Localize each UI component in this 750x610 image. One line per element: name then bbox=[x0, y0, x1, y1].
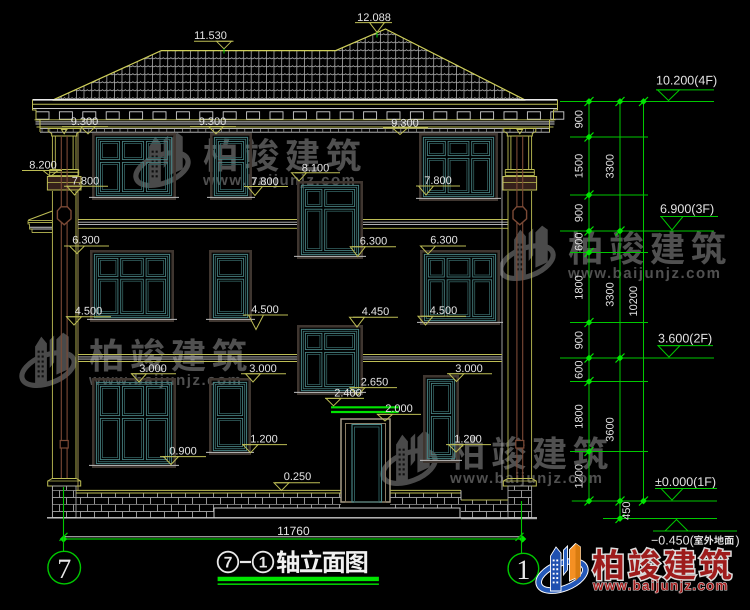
svg-text:12.088: 12.088 bbox=[357, 12, 391, 24]
svg-text:600: 600 bbox=[574, 233, 586, 251]
svg-text:−0.450(: −0.450( bbox=[651, 534, 695, 548]
svg-text:900: 900 bbox=[574, 204, 586, 222]
svg-text:3.600(2F): 3.600(2F) bbox=[658, 332, 712, 346]
svg-text:9.300: 9.300 bbox=[199, 116, 227, 128]
svg-text:1800: 1800 bbox=[574, 275, 586, 299]
svg-text:7.800: 7.800 bbox=[72, 176, 100, 188]
svg-text:1: 1 bbox=[516, 555, 530, 586]
svg-text:2.000: 2.000 bbox=[385, 403, 413, 415]
svg-text:): ) bbox=[736, 534, 740, 548]
svg-text:4.500: 4.500 bbox=[251, 304, 279, 316]
svg-text:8.200: 8.200 bbox=[29, 160, 57, 172]
svg-text:3600: 3600 bbox=[605, 417, 617, 441]
svg-text:7.800: 7.800 bbox=[251, 176, 279, 188]
svg-text:4.500: 4.500 bbox=[75, 306, 103, 318]
svg-text:1800: 1800 bbox=[574, 404, 586, 428]
svg-text:2.400: 2.400 bbox=[334, 388, 362, 400]
svg-text:10.200(4F): 10.200(4F) bbox=[656, 74, 717, 88]
svg-text:3.000: 3.000 bbox=[249, 363, 277, 375]
svg-text:0.900: 0.900 bbox=[169, 446, 197, 458]
svg-text:1500: 1500 bbox=[574, 154, 586, 178]
svg-text:600: 600 bbox=[574, 361, 586, 379]
svg-text:11.530: 11.530 bbox=[194, 30, 227, 42]
svg-text:3300: 3300 bbox=[605, 154, 617, 178]
svg-text:6.300: 6.300 bbox=[360, 236, 388, 248]
svg-text:8.100: 8.100 bbox=[302, 163, 330, 175]
svg-text:3.000: 3.000 bbox=[455, 363, 483, 375]
svg-text:9.300: 9.300 bbox=[71, 116, 99, 128]
svg-text:11760: 11760 bbox=[277, 524, 310, 538]
svg-text:9.300: 9.300 bbox=[391, 117, 419, 129]
svg-text:2.650: 2.650 bbox=[361, 377, 389, 389]
svg-text:4.500: 4.500 bbox=[430, 305, 458, 317]
svg-text:4.450: 4.450 bbox=[362, 306, 390, 318]
svg-text:1.200: 1.200 bbox=[454, 434, 482, 446]
svg-text:1.200: 1.200 bbox=[250, 434, 278, 446]
svg-text:6.900(3F): 6.900(3F) bbox=[660, 202, 714, 216]
svg-text:3.000: 3.000 bbox=[139, 363, 167, 375]
svg-text:6.300: 6.300 bbox=[430, 235, 458, 247]
svg-text:0.250: 0.250 bbox=[284, 471, 312, 483]
svg-text:www.baijunjz.com: www.baijunjz.com bbox=[592, 578, 729, 593]
svg-text:7.800: 7.800 bbox=[424, 175, 452, 187]
svg-text:1: 1 bbox=[259, 555, 268, 572]
svg-text:www.baijunjz.com: www.baijunjz.com bbox=[567, 265, 721, 282]
svg-text:900: 900 bbox=[574, 331, 586, 349]
svg-text:7: 7 bbox=[224, 555, 233, 572]
svg-text:www.baijunjz.com: www.baijunjz.com bbox=[202, 172, 356, 189]
svg-text:450: 450 bbox=[621, 502, 633, 520]
svg-text:6.300: 6.300 bbox=[72, 235, 100, 247]
svg-text:10200: 10200 bbox=[628, 286, 640, 317]
svg-text:7: 7 bbox=[57, 554, 71, 585]
svg-text:±0.000(1F): ±0.000(1F) bbox=[655, 475, 716, 489]
svg-text:3300: 3300 bbox=[605, 282, 617, 306]
svg-text:900: 900 bbox=[574, 110, 586, 128]
svg-text:1200: 1200 bbox=[574, 464, 586, 488]
